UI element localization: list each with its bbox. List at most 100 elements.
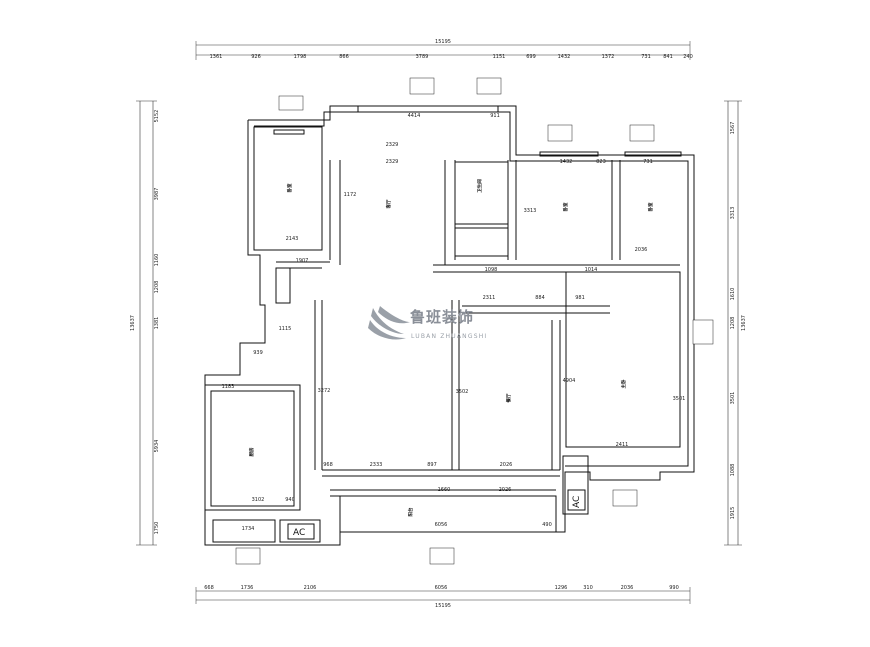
top-dim-label: 3789 [416,54,429,60]
right-total-text: 13637 [741,315,747,331]
top-dim-label: 1432 [558,54,571,60]
top-dim-label: 699 [526,54,536,60]
inner-dim-label: 4904 [563,378,576,384]
right-dim-label: 1208 [730,317,736,330]
inner-dim-label: 897 [427,462,437,468]
inner-dim-label: 2143 [286,236,299,242]
right-dim-label: 3313 [730,207,736,220]
inner-dim-label: 823 [596,159,606,165]
left-dim-label: 3987 [154,188,160,201]
inner-dim-label: 731 [643,159,653,165]
bottom-dim-label: 2036 [621,585,634,591]
inner-dim-label: 2036 [635,247,648,253]
inner-dim-label: 2333 [370,462,383,468]
inner-dim-label: 1907 [296,258,309,264]
inner-dim-label: 1183 [222,384,235,390]
brand-logo-icon [368,306,410,340]
bottom-dim-label: 310 [583,585,593,591]
inner-dim-label: 2026 [500,462,513,468]
top-dim-label: 1372 [602,54,615,60]
room-label: 卧室 [647,202,654,211]
room-label: 卧室 [562,202,569,211]
bottom-dim-label: 1296 [555,585,568,591]
room-label: 客厅 [385,199,392,208]
left-dim-label: 1750 [154,522,160,535]
top-dim-label: 731 [641,54,651,60]
inner-dim-label: 911 [490,113,500,119]
inner-dim-label: 1014 [585,267,598,273]
left-total-dimension: 13637 [130,315,136,331]
left-dim-label: 5152 [154,110,160,123]
bottom-dim-label: 990 [669,585,679,591]
inner-dim-label: 1172 [344,192,357,198]
left-dimensions: 5152 3987 1160 1208 1381 5934 1750 [154,110,160,535]
left-dim-label: 1160 [154,254,160,267]
right-dim-label: 1610 [730,288,736,301]
room-label: 卧室 [286,183,293,192]
room-label: 阳台 [407,507,414,516]
bottom-dim-label: 1736 [241,585,254,591]
room-label: 餐厅 [505,393,512,403]
top-total-text: 15195 [435,39,451,45]
inner-dim-label: 1432 [560,159,573,165]
inner-dim-label: 3102 [252,497,265,503]
right-dim-label: 1567 [730,122,736,135]
ac-label-right: AC [572,496,582,508]
bottom-dim-label: 2106 [304,585,317,591]
right-dim-label: 1915 [730,507,736,520]
inner-dim-label: 490 [542,522,552,528]
right-dim-label: 3501 [730,392,736,405]
dimension-lines [139,44,739,601]
top-dim-label: 841 [663,54,673,60]
inner-dim-label: 3272 [318,388,331,394]
watermark-brand-en: LUBAN ZHUANGSHI [411,333,487,340]
top-dim-label: 1361 [210,54,223,60]
bottom-dimensions: 668 1736 2106 6056 1296 310 2036 990 [204,585,679,591]
inner-dim-label: 981 [575,295,585,301]
inner-dim-label: 1734 [242,526,255,532]
right-dim-label: 1088 [730,464,736,477]
inner-dim-label: 3502 [456,389,469,395]
inner-dim-label: 939 [253,350,263,356]
inner-dim-label: 884 [535,295,545,301]
right-total-dimension: 13637 [741,315,747,331]
inner-dim-label: 4414 [408,113,421,119]
inner-dim-label: 940 [285,497,295,503]
bottom-dim-label: 668 [204,585,214,591]
inner-dim-label: 1660 [438,487,451,493]
inner-dim-label: 6056 [435,522,448,528]
room-label: 卫生间 [476,179,483,193]
bottom-total-text: 15195 [435,603,451,609]
bottom-dim-label: 6056 [435,585,448,591]
inner-dim-label: 2411 [616,442,629,448]
ac-label-left: AC [293,528,305,538]
inner-dim-label: 2329 [386,142,399,148]
top-dim-label: 926 [251,54,261,60]
top-dim-label: 1151 [493,54,506,60]
top-dim-label: 866 [339,54,349,60]
left-dim-label: 1381 [154,317,160,330]
dimension-ticks [136,41,742,604]
left-total-text: 13637 [130,315,136,331]
top-dim-label: 1798 [294,54,307,60]
room-label: 厨房 [248,447,255,456]
top-total-dimension: 15195 [435,39,451,45]
inner-dim-label: 2026 [499,487,512,493]
inner-dim-label: 1098 [485,267,498,273]
inner-dim-label: 2311 [483,295,496,301]
room-labels: 卧室客厅卫生间卧室卧室餐厅主卧厨房阳台 [248,179,654,517]
watermark-brand: 鲁班装饰 [410,308,474,326]
window-tags [235,77,714,565]
top-dimensions: 1361 926 1798 866 3789 1151 699 1432 1372 731 841 2… [210,54,693,60]
top-dim-label: 240 [683,54,693,60]
right-dimensions: 1567 3313 1610 1208 3501 1088 1915 [730,122,736,520]
walls [204,105,695,546]
watermark: 鲁班装饰 LUBAN ZHUANGSHI [368,306,487,340]
inner-dim-label: 968 [323,462,333,468]
room-label: 主卧 [620,379,627,388]
left-dim-label: 5934 [154,440,160,453]
inner-dim-label: 1115 [279,326,292,332]
left-dim-label: 1208 [154,281,160,294]
